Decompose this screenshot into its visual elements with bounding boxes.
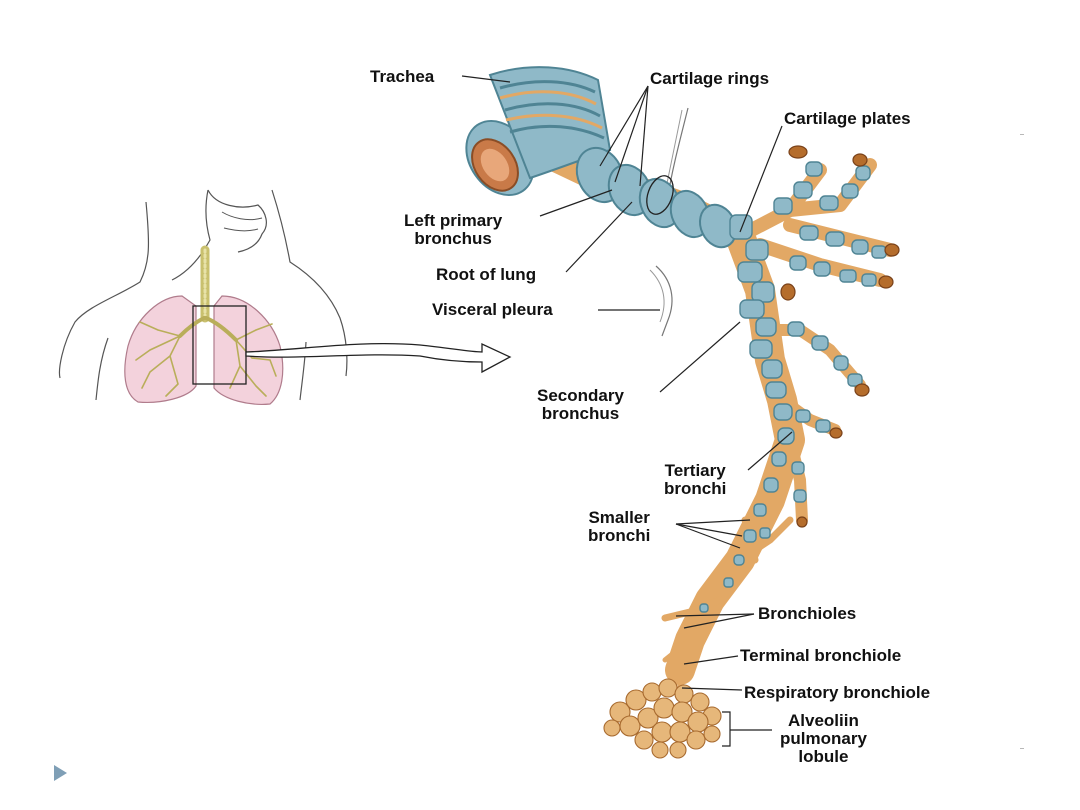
label-root-of-lung: Root of lung xyxy=(436,265,537,284)
zoom-arrow xyxy=(245,342,512,374)
label-line: bronchi xyxy=(664,479,727,498)
label-line: pulmonary xyxy=(780,729,867,748)
label-line: Smaller xyxy=(588,508,650,527)
label-tertiary-bronchi: Tertiary bronchi xyxy=(664,462,726,498)
root-of-lung-marker xyxy=(646,175,674,215)
label-line: Alveoliin xyxy=(788,711,859,730)
label-line: Tertiary xyxy=(664,461,726,480)
zoom-region-box xyxy=(192,305,247,385)
label-left-primary-bronchus: Left primary bronchus xyxy=(404,212,502,248)
label-cartilage-plates: Cartilage plates xyxy=(784,109,911,128)
label-terminal-bronchiole: Terminal bronchiole xyxy=(740,646,902,665)
label-line: bronchus xyxy=(414,229,492,248)
alveoli-cluster xyxy=(603,678,722,759)
slide-tick xyxy=(1020,134,1024,135)
label-visceral-pleura: Visceral pleura xyxy=(432,300,553,319)
detailed-bronchial-tree xyxy=(465,66,900,759)
label-line: Secondary xyxy=(537,386,624,405)
label-cartilage-rings: Cartilage rings xyxy=(650,69,770,88)
trachea-segment xyxy=(465,66,612,197)
torso-figure xyxy=(58,189,348,401)
label-secondary-bronchus: Secondary bronchus xyxy=(537,387,624,423)
label-line: Left primary xyxy=(404,211,503,230)
label-line: bronchus xyxy=(541,404,620,423)
label-respiratory-bronchiole: Respiratory bronchiole xyxy=(744,683,931,702)
triangle-right-icon[interactable] xyxy=(54,765,67,781)
label-line: lobule xyxy=(798,747,849,766)
torso-bronchial-tree xyxy=(135,245,277,397)
leader-lines xyxy=(461,75,793,747)
label-bronchioles: Bronchioles xyxy=(758,604,857,623)
label-trachea: Trachea xyxy=(370,67,435,86)
label-alveoli: Alveoliin pulmonary lobule xyxy=(780,712,867,766)
slide-tick xyxy=(1020,748,1024,749)
label-smaller-bronchi: Smaller bronchi xyxy=(588,509,650,545)
label-line: bronchi xyxy=(588,526,651,545)
